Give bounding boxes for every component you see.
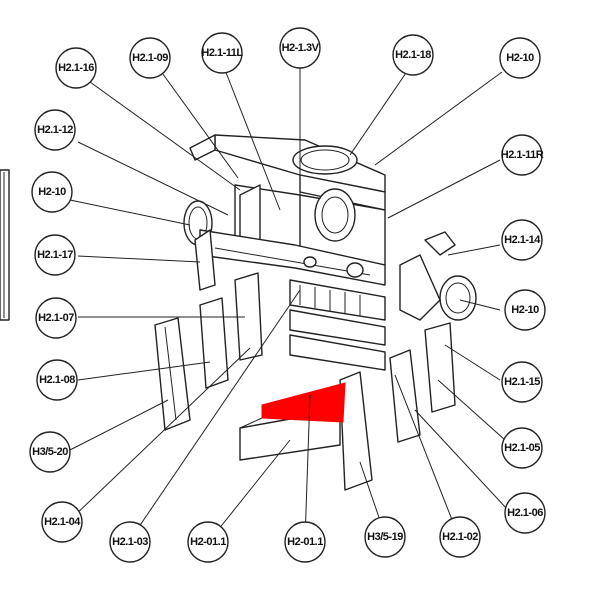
callout-h21-14: H2.1-14 <box>501 219 543 261</box>
left-edge-partial-panel <box>0 169 10 321</box>
callout-h21-07: H2.1-07 <box>35 297 77 339</box>
callout-label: H2.1-14 <box>504 234 541 246</box>
front-beam-part <box>194 229 386 291</box>
callout-h2-10-right: H2-10 <box>504 289 546 331</box>
callout-label: H2.1-07 <box>38 312 74 324</box>
callout-h35-20: H3/5-20 <box>29 431 71 473</box>
callout-h2-011-right: H2-01.1 <box>284 521 326 563</box>
callout-label: H2-01.1 <box>287 536 323 548</box>
callout-h21-11r: H2.1-11R <box>501 134 544 176</box>
right-brick-stack <box>339 322 456 491</box>
callout-h21-18: H2.1-18 <box>392 34 434 76</box>
highlighted-floor-brick <box>261 382 346 423</box>
callout-label: H3/5-20 <box>32 446 68 458</box>
callout-label: H2-10 <box>38 186 66 198</box>
callout-label: H2.1-11R <box>501 149 544 161</box>
callout-h21-03: H2.1-03 <box>109 521 151 563</box>
callout-label: H2-01.1 <box>190 536 226 548</box>
callout-label: H2-10 <box>506 52 534 64</box>
callout-label: H3/5-19 <box>367 531 403 543</box>
right-round-door-part <box>399 231 477 321</box>
callout-label: H2.1-12 <box>37 124 73 136</box>
callout-h2-10-left: H2-10 <box>31 171 73 213</box>
callout-label: H2.1-18 <box>395 49 431 61</box>
callout-h21-04: H2.1-04 <box>41 501 83 543</box>
callout-label: H2.1-03 <box>112 536 148 548</box>
callout-h21-12: H2.1-12 <box>34 109 76 151</box>
callout-h2-10-top: H2-10 <box>499 37 541 79</box>
callout-label: H2.1-05 <box>504 442 540 454</box>
callout-h21-02: H2.1-02 <box>439 516 481 558</box>
leader-lines <box>69 68 509 541</box>
callout-h21-17: H2.1-17 <box>34 234 76 276</box>
callout-h21-13v: H2-1.3V <box>279 27 321 69</box>
callout-label: H2.1-08 <box>39 374 75 386</box>
callout-h2-011-left: H2-01.1 <box>187 521 229 563</box>
callout-label: H2.1-04 <box>44 516 81 528</box>
callout-label: H2.1-17 <box>37 249 73 261</box>
callout-label: H2.1-15 <box>504 376 540 388</box>
callout-label: H2.1-16 <box>58 62 94 74</box>
floor-plate-part <box>239 382 346 461</box>
ribbed-grate-part <box>289 279 386 371</box>
callout-h21-08: H2.1-08 <box>36 359 78 401</box>
callout-h21-16: H2.1-16 <box>55 47 97 89</box>
callout-label: H2-1.3V <box>282 42 320 54</box>
callout-h21-09: H2.1-09 <box>129 37 171 79</box>
callout-h35-19: H3/5-19 <box>364 516 406 558</box>
callout-label: H2-10 <box>511 304 539 316</box>
callout-label: H2.1-02 <box>442 531 478 543</box>
callout-label: H2.1-06 <box>507 507 543 519</box>
callout-label: H2.1-11L <box>201 47 243 59</box>
callout-h21-15: H2.1-15 <box>501 361 543 403</box>
callout-label: H2.1-09 <box>132 52 168 64</box>
callout-h21-06: H2.1-06 <box>504 492 546 534</box>
callout-h21-11l: H2.1-11L <box>201 32 244 74</box>
callout-h21-05: H2.1-05 <box>501 427 543 469</box>
